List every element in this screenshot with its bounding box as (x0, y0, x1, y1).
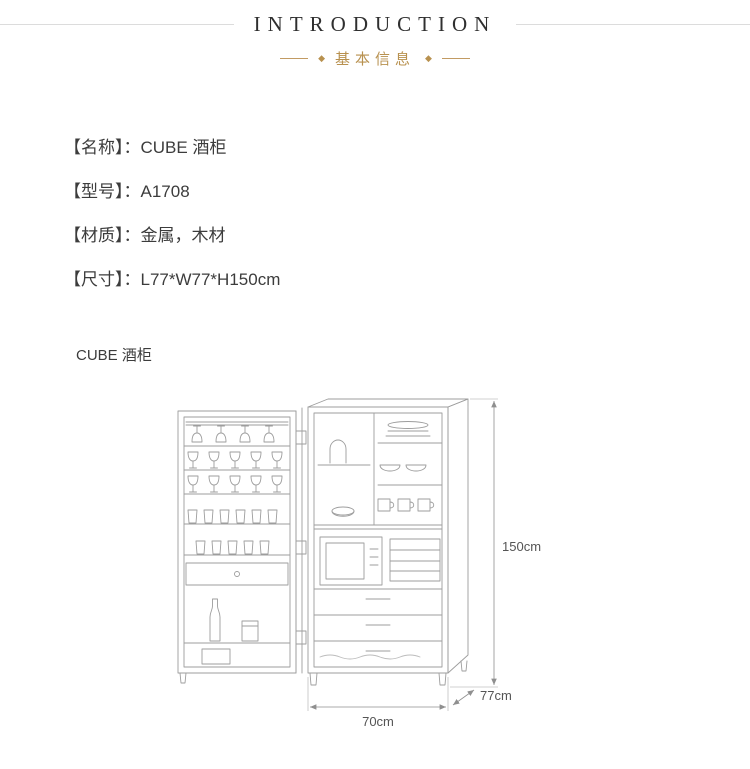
spec-row-name: 【名称】：CUBE 酒柜 (64, 139, 750, 156)
spec-label: 【尺寸】： (64, 270, 141, 289)
spec-value: CUBE 酒柜 (140, 138, 227, 157)
open-door (177, 410, 297, 684)
diamond-icon: ◆ (318, 53, 325, 63)
spec-value: L77*W77*H150cm (140, 270, 281, 289)
body-drawers (313, 598, 443, 660)
decor-item (329, 439, 347, 464)
header-line-left (0, 24, 234, 25)
hinge-column (295, 407, 307, 674)
depth-dimension-label: 77cm (480, 688, 512, 703)
bottle-rack (389, 538, 441, 582)
door-drawer (185, 562, 289, 586)
door-leg (179, 672, 187, 684)
page-title: INTRODUCTION (253, 12, 497, 36)
cabinet-top (307, 398, 469, 408)
cabinet-leg (438, 672, 447, 686)
dishware-shelves (377, 421, 443, 512)
spec-value: 金属，木材 (140, 226, 226, 245)
cabinet-leg (460, 660, 468, 672)
stemware-row-1 (187, 451, 283, 469)
spec-label: 【名称】： (64, 138, 141, 157)
cabinet-body (307, 398, 469, 686)
subtitle-dash-right (441, 58, 470, 59)
dimension-lines (307, 398, 498, 711)
product-figure: 150cm 70cm 77cm (150, 393, 750, 743)
width-dimension-label: 70cm (362, 714, 394, 729)
subtitle-dash-left (280, 58, 309, 59)
section-title: 基本信息 (334, 51, 415, 68)
spec-row-size: 【尺寸】：L77*W77*H150cm (64, 271, 750, 288)
spec-label: 【材质】： (64, 226, 141, 245)
header: INTRODUCTION ◆ 基本信息 ◆ (0, 0, 750, 69)
cabinet-leg (309, 672, 318, 686)
wine-fridge (319, 536, 383, 586)
figure-caption: CUBE 酒柜 (76, 347, 152, 364)
tumbler-row-1 (187, 509, 278, 524)
spec-row-model: 【型号】：A1708 (64, 183, 750, 200)
spec-label: 【型号】： (64, 182, 141, 201)
spec-row-material: 【材质】：金属，木材 (64, 227, 750, 244)
stemware-row-2 (187, 475, 283, 493)
diamond-icon: ◆ (425, 53, 432, 63)
hanging-stemware-row (191, 425, 275, 443)
header-line-right (516, 24, 750, 25)
bottle-shelf (183, 598, 291, 665)
height-dimension-label: 150cm (502, 539, 541, 554)
drawer-knob (234, 571, 240, 577)
cabinet-side (447, 398, 469, 674)
cabinet-sketch: 150cm 70cm 77cm (177, 398, 541, 729)
title-row: INTRODUCTION (0, 12, 750, 37)
tumbler-row-2 (195, 540, 270, 555)
dimension-labels: 150cm 70cm 77cm (362, 539, 541, 729)
spec-list: 【名称】：CUBE 酒柜 【型号】：A1708 【材质】：金属，木材 【尺寸】：… (64, 139, 750, 288)
section-heading: ◆ 基本信息 ◆ (0, 48, 750, 69)
spec-value: A1708 (140, 182, 190, 201)
